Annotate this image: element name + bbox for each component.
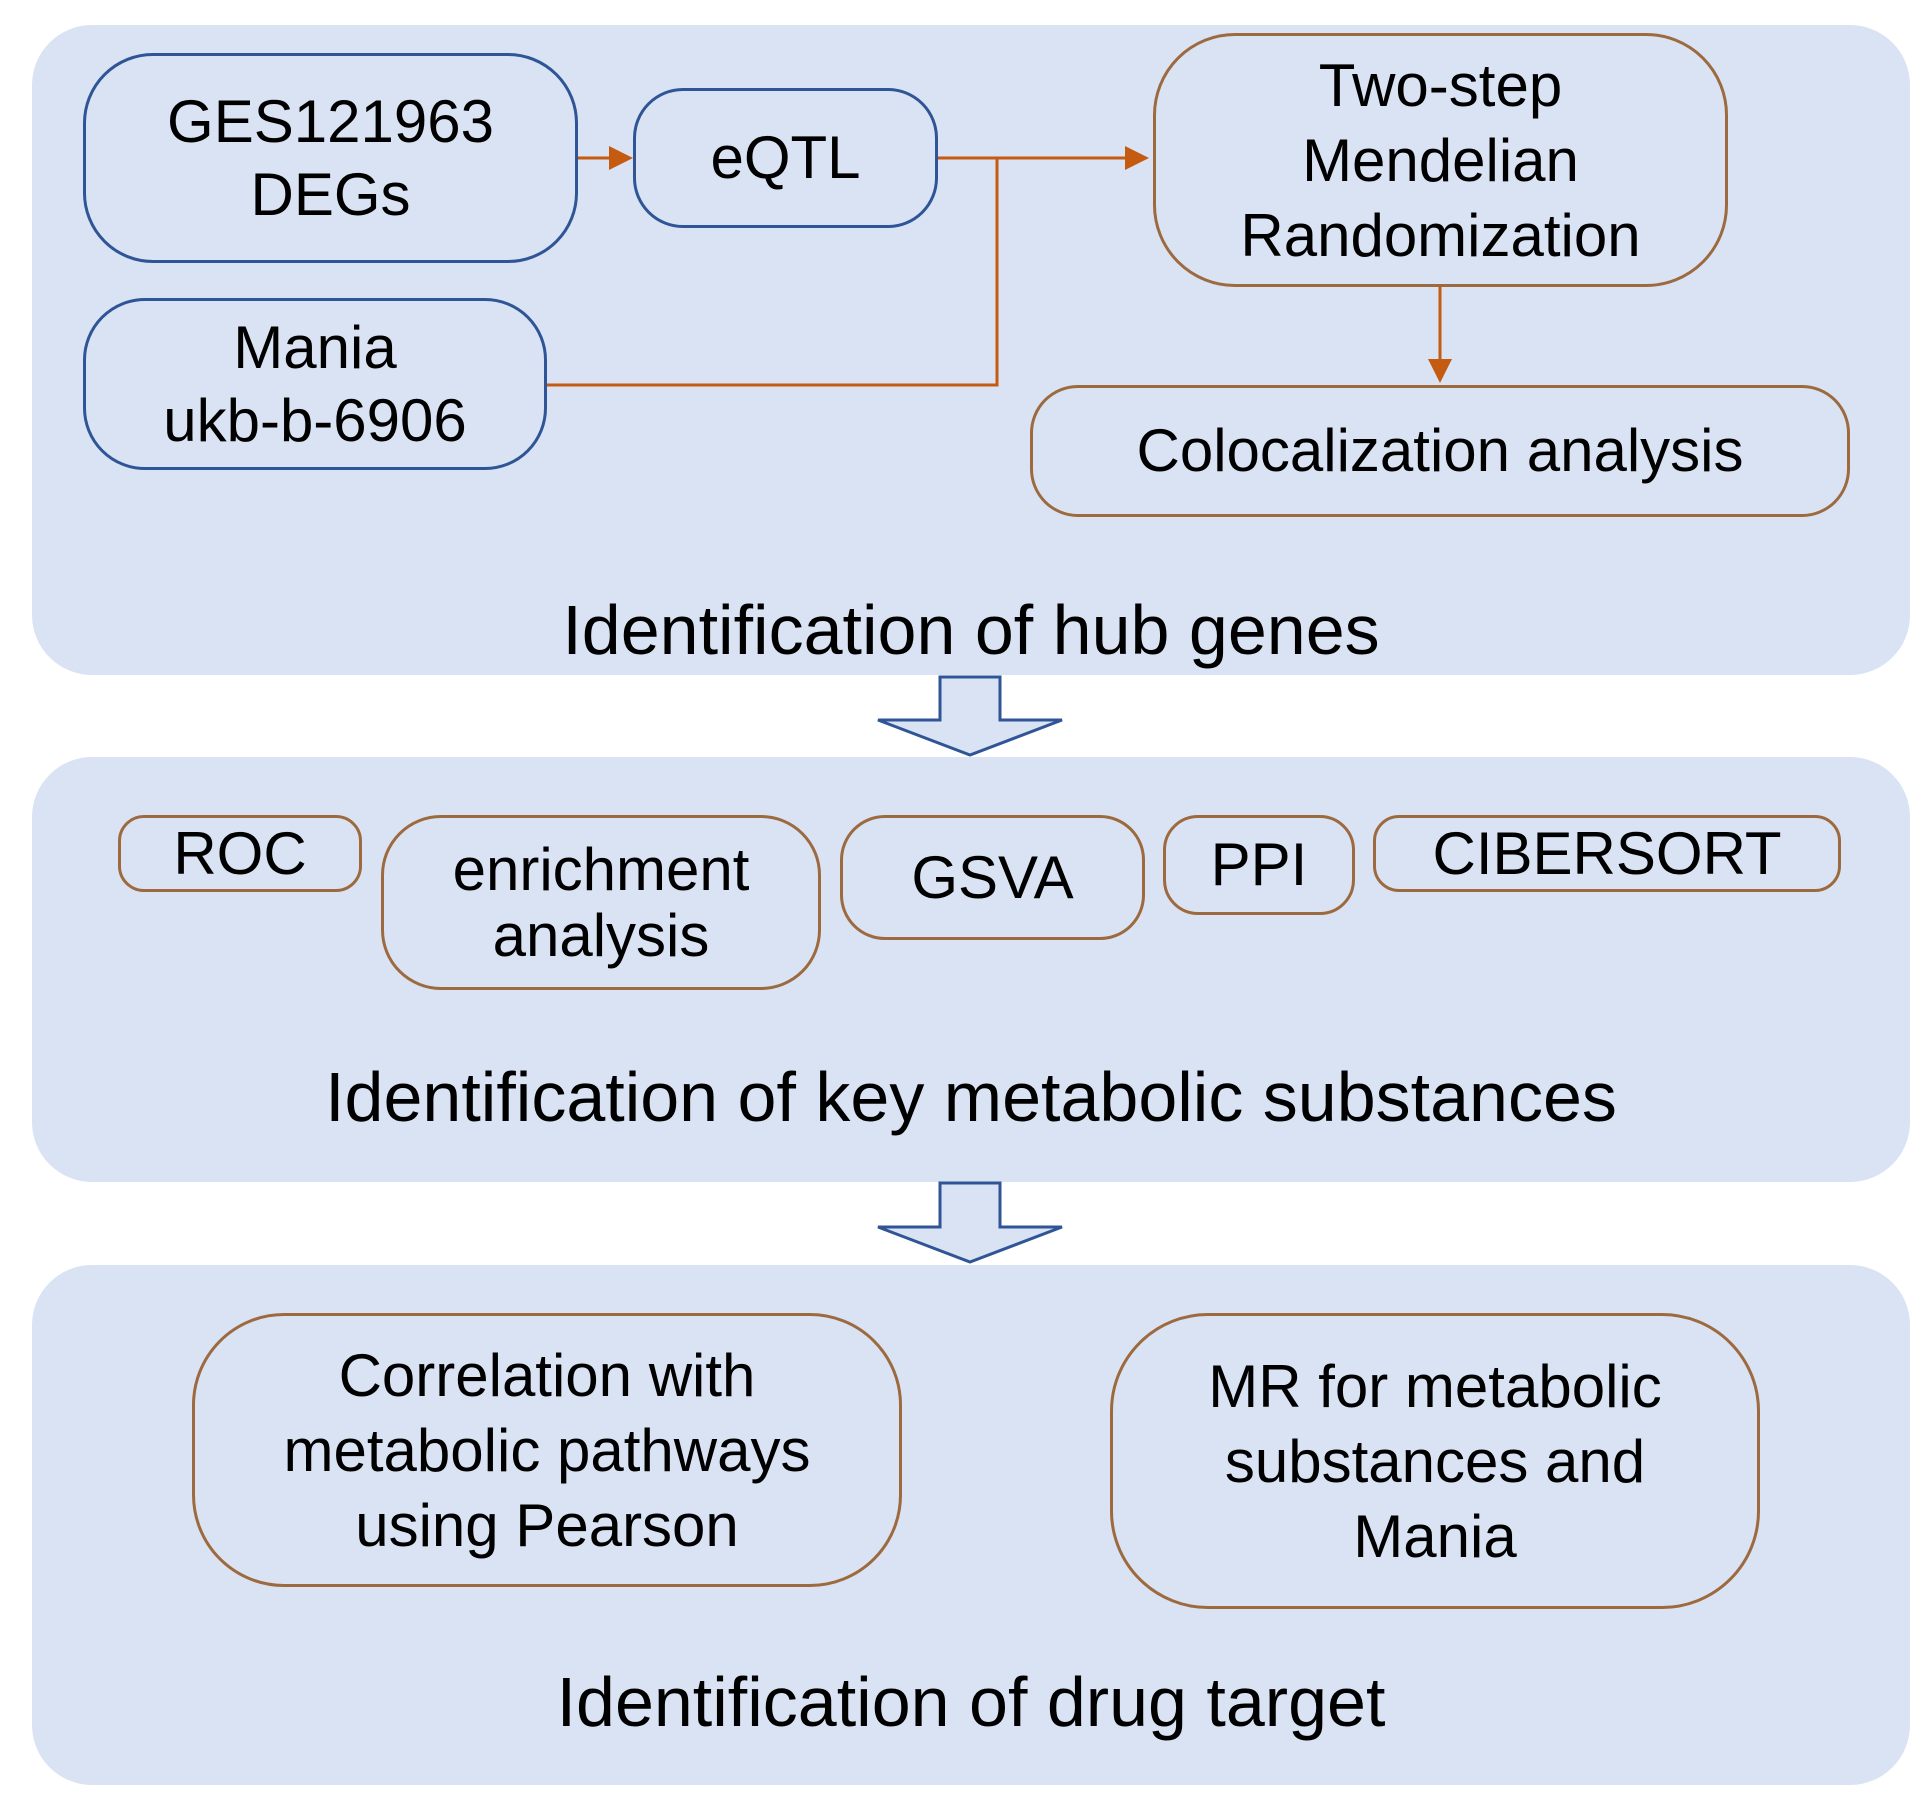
node-ppi: PPI xyxy=(1163,815,1355,915)
node-correlation: Correlation with metabolic pathways usin… xyxy=(192,1313,902,1587)
node-cibersort: CIBERSORT xyxy=(1373,815,1841,892)
panel-title-drug-target: Identification of drug target xyxy=(556,1663,1386,1741)
node-mania: Mania ukb-b-6906 xyxy=(83,298,547,470)
block-arrow-down-1 xyxy=(877,675,1063,757)
node-eqtl: eQTL xyxy=(633,88,938,228)
node-roc: ROC xyxy=(118,815,362,892)
block-arrow-down-2 xyxy=(877,1181,1063,1264)
node-colocalization: Colocalization analysis xyxy=(1030,385,1850,517)
node-mr-metabolic: MR for metabolic substances and Mania xyxy=(1110,1313,1760,1609)
node-two-step-mr: Two-step Mendelian Randomization xyxy=(1153,33,1728,287)
panel-title-metabolic: Identification of key metabolic substanc… xyxy=(325,1058,1617,1136)
node-gsva: GSVA xyxy=(840,815,1145,940)
panel-title-hub-genes: Identification of hub genes xyxy=(562,591,1380,669)
node-enrichment: enrichment analysis xyxy=(381,815,821,990)
node-degs: GES121963 DEGs xyxy=(83,53,578,263)
connector-mania-to-mr xyxy=(547,158,999,387)
